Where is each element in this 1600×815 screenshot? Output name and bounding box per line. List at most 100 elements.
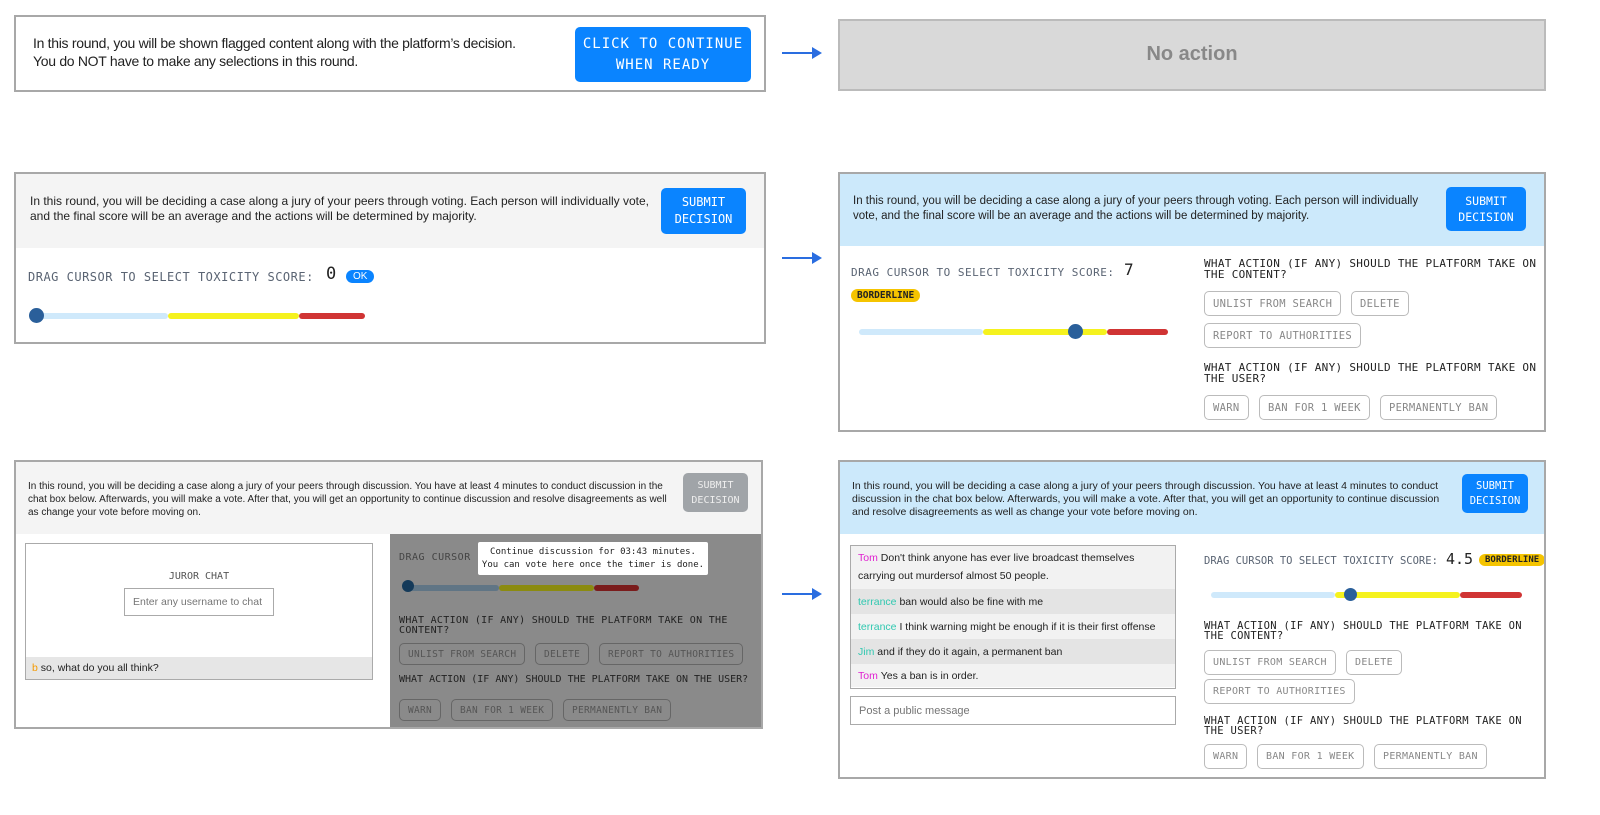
slider-handle <box>402 580 414 592</box>
submit-label: DECISION <box>674 212 733 226</box>
chat-message: Tom Don't think anyone has ever live bro… <box>851 546 1175 589</box>
chat-message: Jim and if they do it again, a permanent… <box>851 639 1175 664</box>
report-to-authorities-button[interactable]: REPORT TO AUTHORITIES <box>1204 323 1362 348</box>
submit-decision-button[interactable]: SUBMIT DECISION <box>1462 474 1528 513</box>
slider-track-high[interactable] <box>1107 329 1168 335</box>
slider-track-mid[interactable] <box>168 313 299 319</box>
message-text: I think warning might be enough if it is… <box>899 620 1156 633</box>
submit-decision-button[interactable]: SUBMIT DECISION <box>661 188 746 234</box>
message-username: Jim <box>858 645 875 658</box>
delete-button[interactable]: DELETE <box>1351 291 1409 316</box>
submit-label: DECISION <box>1469 494 1521 507</box>
score-label: DRAG CURSOR TO SELECT TOXICITY SCORE: <box>851 266 1115 279</box>
score-value: 4.5 <box>1446 550 1474 568</box>
slider-track-high[interactable] <box>299 313 365 319</box>
chat-message: Tom Yes a ban is in order. <box>851 664 1175 687</box>
permanently-ban-button[interactable]: PERMANENTLY BAN <box>1380 395 1498 420</box>
round-instructions: In this round, you will be deciding a ca… <box>28 481 667 518</box>
submit-label: SUBMIT <box>681 195 726 209</box>
panel-voting-initial: In this round, you will be deciding a ca… <box>14 172 766 344</box>
juror-chat-box: JUROR CHAT b so, what do you all think? <box>25 543 373 680</box>
chat-message: b so, what do you all think? <box>26 657 372 679</box>
voting-area-disabled-overlay: DRAG CURSOR Continue discussion for 03:4… <box>390 534 761 727</box>
borderline-badge: BORDERLINE <box>1479 554 1544 566</box>
submit-decision-button[interactable]: SUBMIT DECISION <box>1446 187 1526 231</box>
permanently-ban-button: PERMANENTLY BAN <box>563 699 672 721</box>
message-text: and if they do it again, a permanent ban <box>877 645 1063 658</box>
delete-button[interactable]: DELETE <box>1346 650 1402 675</box>
slider-track-low <box>407 585 499 591</box>
continue-label: CLICK TO CONTINUE <box>582 35 744 52</box>
continue-button[interactable]: CLICK TO CONTINUE WHEN READY <box>575 27 751 82</box>
chat-message: terrance ban would also be fine with me <box>851 589 1175 614</box>
ban-for-1-week-button[interactable]: BAN FOR 1 WEEK <box>1259 395 1370 420</box>
message-text: so, what do you all think? <box>40 662 159 674</box>
message-text: Yes a ban is in order. <box>880 669 979 682</box>
user-action-question: WHAT ACTION (IF ANY) SHOULD THE PLATFORM… <box>1204 361 1537 385</box>
score-label: DRAG CURSOR TO SELECT TOXICITY SCORE: <box>1204 555 1438 567</box>
unlist-from-search-button: UNLIST FROM SEARCH <box>399 643 526 665</box>
slider-track-low[interactable] <box>32 313 168 319</box>
slider-track-mid[interactable] <box>983 329 1107 335</box>
report-to-authorities-button[interactable]: REPORT TO AUTHORITIES <box>1204 679 1355 704</box>
slider-track-high <box>594 585 639 591</box>
timer-tooltip: Continue discussion for 03:43 minutes. Y… <box>478 542 708 575</box>
delete-button: DELETE <box>535 643 590 665</box>
slider-handle[interactable] <box>29 308 44 323</box>
round-instructions: In this round, you will be shown flagged… <box>33 34 568 70</box>
arrow-icon <box>782 47 822 59</box>
score-label: DRAG CURSOR <box>399 552 471 563</box>
chat-message: terrance I think warning might be enough… <box>851 614 1175 639</box>
content-action-question: WHAT ACTION (IF ANY) SHOULD THE PLATFORM… <box>1204 257 1537 281</box>
submit-label: SUBMIT <box>697 479 734 491</box>
message-text: Don't think anyone has ever live broadca… <box>858 552 1135 582</box>
message-text: ban would also be fine with me <box>899 595 1044 608</box>
score-value: 7 <box>1124 260 1134 279</box>
warn-button[interactable]: WARN <box>1204 744 1248 769</box>
submit-label: SUBMIT <box>1476 479 1514 492</box>
round-instructions: In this round, you will be deciding a ca… <box>852 480 1440 518</box>
score-value: 0 <box>326 264 337 284</box>
continue-label: WHEN READY <box>615 56 711 73</box>
score-label: DRAG CURSOR TO SELECT TOXICITY SCORE: <box>28 270 314 284</box>
unlist-from-search-button[interactable]: UNLIST FROM SEARCH <box>1204 291 1342 316</box>
panel-no-selection-round: In this round, you will be shown flagged… <box>14 15 766 92</box>
message-username: Tom <box>858 669 878 682</box>
intro-line: You do NOT have to make any selections i… <box>33 53 358 69</box>
panel-discussion-filled: In this round, you will be deciding a ca… <box>838 460 1546 779</box>
submit-decision-button: SUBMIT DECISION <box>683 473 748 512</box>
chat-log[interactable]: Tom Don't think anyone has ever live bro… <box>850 545 1176 689</box>
warn-button[interactable]: WARN <box>1204 395 1249 420</box>
arrow-icon <box>782 588 822 600</box>
slider-handle[interactable] <box>1068 324 1083 339</box>
chat-title: JUROR CHAT <box>168 571 230 582</box>
username-input[interactable] <box>124 588 274 616</box>
borderline-badge: BORDERLINE <box>851 289 921 302</box>
slider-track-low[interactable] <box>1211 592 1335 598</box>
unlist-from-search-button[interactable]: UNLIST FROM SEARCH <box>1204 650 1336 675</box>
ban-for-1-week-button[interactable]: BAN FOR 1 WEEK <box>1257 744 1364 769</box>
slider-track-mid[interactable] <box>1335 592 1460 598</box>
submit-label: DECISION <box>1458 210 1514 224</box>
tooltip-line: You can vote here once the timer is done… <box>481 560 705 570</box>
message-username: b <box>32 662 38 674</box>
user-action-question: WHAT ACTION (IF ANY) SHOULD THE PLATFORM… <box>1204 715 1522 737</box>
message-username: Tom <box>858 552 878 564</box>
message-username: terrance <box>858 620 897 633</box>
slider-handle[interactable] <box>1344 588 1357 601</box>
submit-label: DECISION <box>691 494 740 506</box>
ok-badge[interactable]: OK <box>346 270 375 283</box>
post-message-input[interactable] <box>850 696 1176 725</box>
message-username: terrance <box>858 595 897 608</box>
ban-for-1-week-button: BAN FOR 1 WEEK <box>451 699 554 721</box>
panel-no-action: No action <box>838 19 1546 91</box>
arrow-icon <box>782 252 822 264</box>
round-instructions: In this round, you will be deciding a ca… <box>853 195 1419 222</box>
submit-label: SUBMIT <box>1465 194 1507 208</box>
slider-track-low[interactable] <box>859 329 983 335</box>
content-action-question: WHAT ACTION (IF ANY) SHOULD THE PLATFORM… <box>1204 620 1522 642</box>
intro-line: In this round, you will be shown flagged… <box>33 35 516 51</box>
slider-track-high[interactable] <box>1460 592 1522 598</box>
content-action-question: WHAT ACTION (IF ANY) SHOULD THE PLATFORM… <box>399 615 728 636</box>
permanently-ban-button[interactable]: PERMANENTLY BAN <box>1374 744 1487 769</box>
